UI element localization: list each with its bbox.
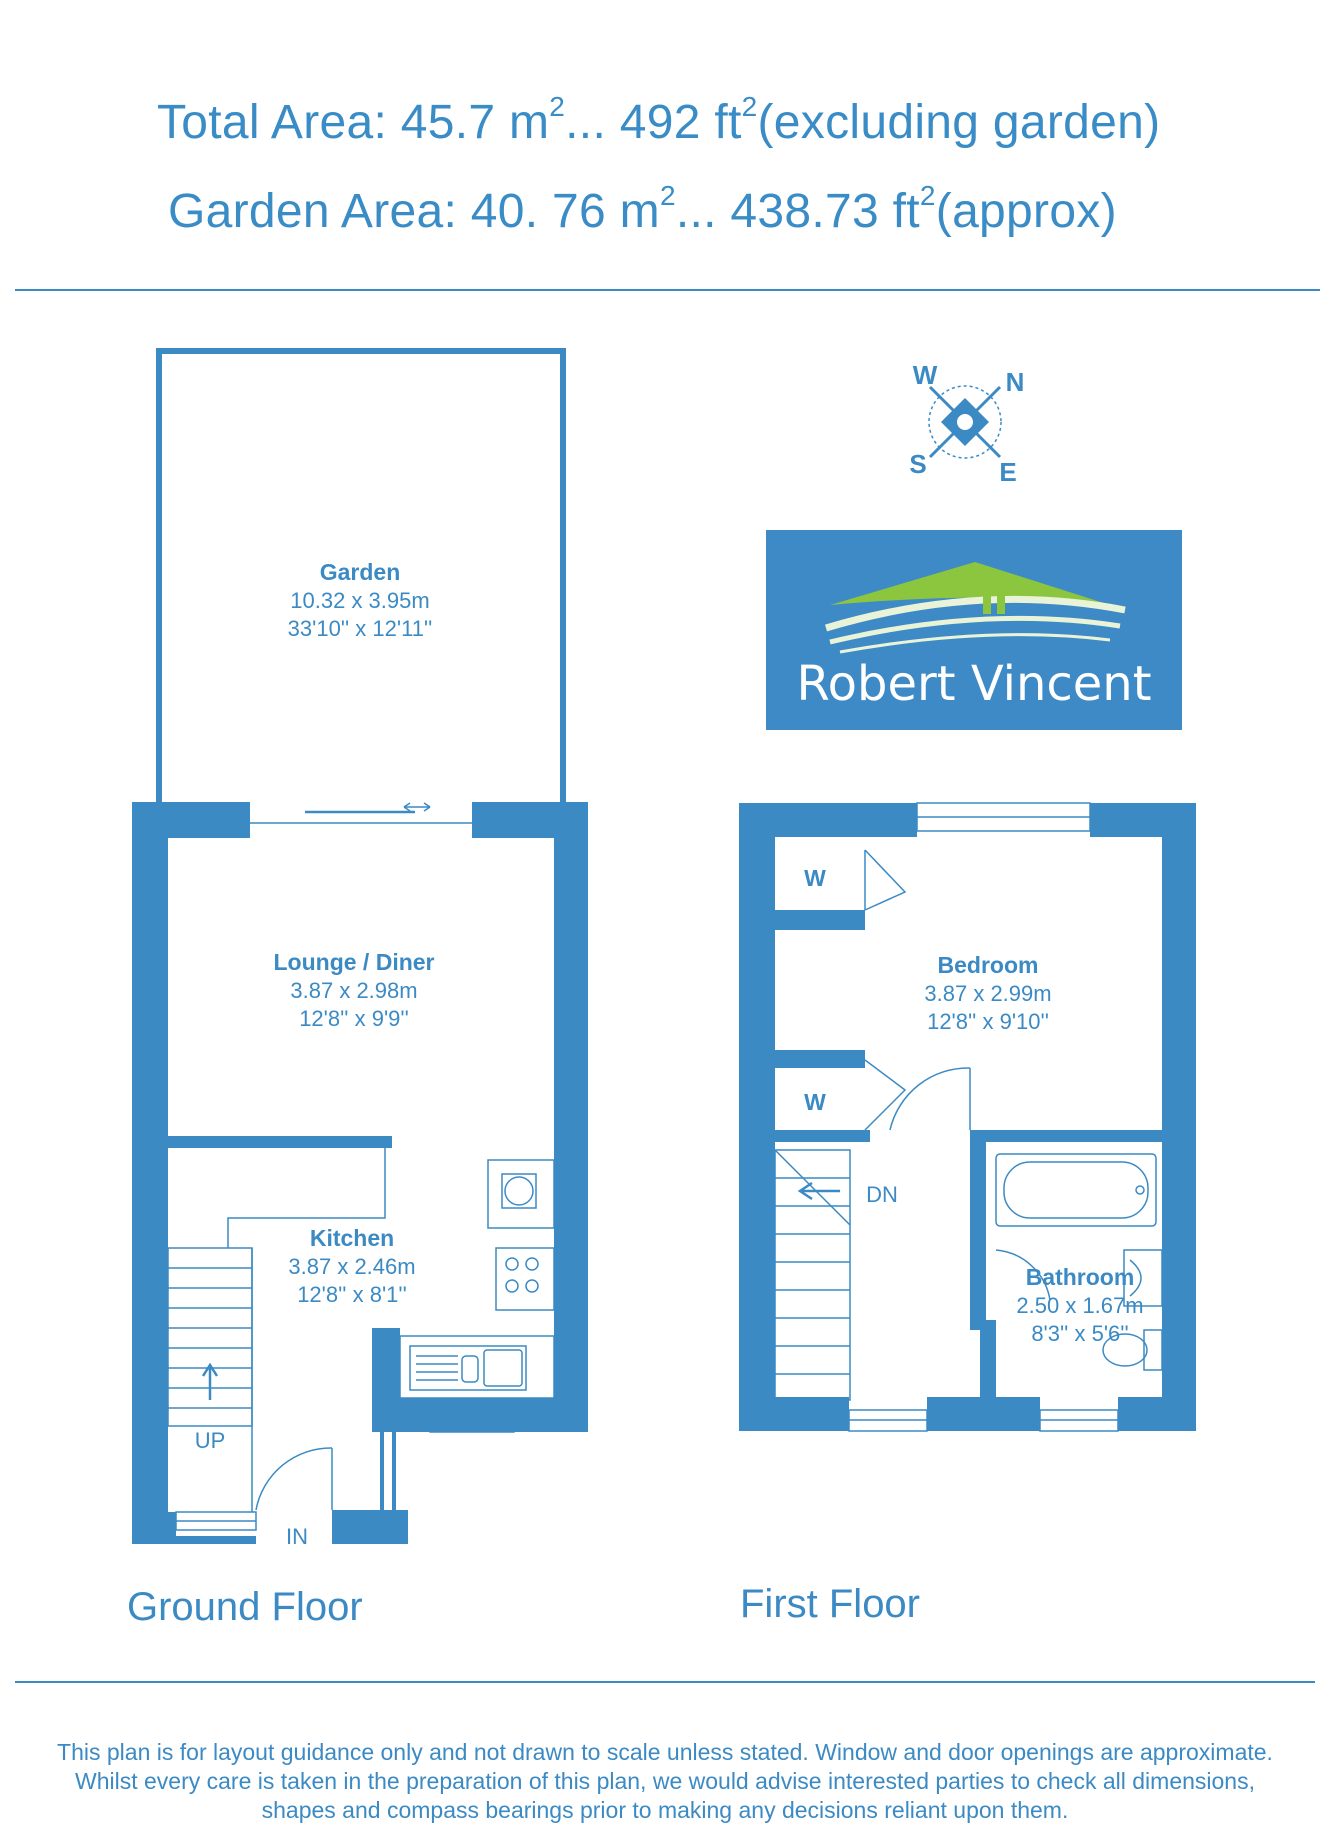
down-arrow-icon [797,1181,840,1201]
bathroom-wall-left [970,1130,986,1330]
ground-wall-bottom-right [372,1398,588,1432]
hob [495,1247,555,1311]
first-wall-bottom-left [739,1397,849,1431]
sink-unit [399,1335,555,1399]
porch-wall [380,1432,384,1510]
total-area-note: (excluding garden) [757,96,1161,149]
ground-wall-recess [372,1328,400,1398]
bath [995,1153,1157,1227]
first-staircase [774,1149,851,1401]
kitchen-imperial: 12'8'' x 8'1'' [297,1282,407,1307]
bathroom-door-swing [995,1249,1051,1301]
bedroom-imperial: 12'8'' x 9'10'' [927,1009,1049,1034]
company-logo: Robert Vincent [766,530,1182,730]
entrance-door-swing [255,1447,333,1511]
garden-wall-left [156,348,162,804]
garden-metric: 10.32 x 3.95m [290,588,429,613]
disclaimer-line-2: Whilst every care is taken in the prepar… [75,1768,1255,1794]
logo-text: Robert Vincent [796,656,1151,712]
fixtures [167,802,1163,1531]
garden-imperial: 33'10'' x 12'11'' [288,616,433,641]
sliding-arrow-icon [403,802,431,812]
lounge-metric: 3.87 x 2.98m [290,978,417,1003]
bedroom-metric: 3.87 x 2.99m [924,981,1051,1006]
compass: W N S E [909,360,1024,487]
wardrobe-bottom-door [864,1059,907,1131]
stairs-up-label: UP [195,1428,226,1453]
disclaimer-line-3: shapes and compass bearings prior to mak… [261,1797,1069,1823]
garden-wall-top [156,348,566,354]
compass-n: N [1006,367,1025,397]
total-area-m2: 45.7 m [400,96,550,149]
washing-machine-drum [504,1176,534,1206]
first-wall-bottom-mid [927,1397,1040,1431]
washing-machine [487,1159,555,1229]
sink-bowl [483,1349,523,1387]
disclaimer-line-1: This plan is for layout guidance only an… [57,1739,1273,1765]
bathroom-wall-left-lower [980,1320,996,1397]
bathroom-imperial: 8'3'' x 5'6'' [1031,1321,1128,1346]
garden-area-m2: 40. 76 m [470,185,660,238]
garden-area-ft: ... 438.73 ft [675,185,920,238]
kitchen-metric: 3.87 x 2.46m [288,1254,415,1279]
first-wall-bottom-right [1118,1397,1196,1431]
compass-e: E [999,457,1016,487]
garden-area-label: Garden Area: [168,185,458,238]
entrance-window-sill [176,1536,256,1544]
stairs-down-label: DN [866,1182,898,1207]
compass-ring [928,385,1002,459]
wardrobe-top-wall [775,910,865,930]
porch-wall-inner [392,1432,396,1510]
garden-area: Garden Area: 40. 76 m2... 438.73 ft2(app… [168,180,1117,238]
garden-name: Garden [320,559,401,585]
ground-wall-right [554,802,588,1432]
bedroom-door-swing [889,1067,971,1131]
garden-wall-right [560,348,566,804]
garden-area-note: (approx) [935,185,1117,238]
wardrobe-bottom-wall-top [775,1050,865,1068]
compass-w: W [913,360,938,390]
bathroom-name: Bathroom [1026,1264,1135,1290]
entrance-label: IN [286,1524,308,1549]
toilet-bowl [1102,1333,1148,1367]
ground-floor-title: Ground Floor [127,1585,363,1629]
bathroom-metric: 2.50 x 1.67m [1016,1293,1143,1318]
bathroom-wall-top [970,1130,1162,1142]
ground-wall-bottom-left [132,1512,176,1544]
lounge-imperial: 12'8'' x 9'9'' [299,1006,409,1031]
kitchen-outline [227,1148,386,1248]
lounge-name: Lounge / Diner [274,949,435,975]
total-area-ft: ... 492 ft [565,96,742,149]
first-wall-left [739,803,775,1431]
ground-wall-left [132,802,168,1544]
toilet-cistern [1143,1329,1163,1371]
kitchen-name: Kitchen [310,1225,394,1251]
walls [132,348,1196,1544]
up-arrow-icon [201,1362,219,1400]
top-divider [15,289,1320,291]
logo-chimney-icon [983,592,991,614]
wardrobe-bottom-label: W [804,1089,826,1115]
logo-roof-icon [830,562,1110,605]
disclaimer: This plan is for layout guidance only an… [10,1738,1320,1825]
total-area-label: Total Area: [157,96,388,149]
wardrobe-top-label: W [804,865,826,891]
entrance-wall [332,1510,408,1544]
compass-s: S [909,449,926,479]
bedroom-name: Bedroom [938,952,1039,978]
landing-wall [775,1130,870,1142]
bottom-divider [15,1681,1315,1683]
total-area: Total Area: 45.7 m2... 492 ft2(excluding… [157,91,1161,149]
basin [1123,1249,1163,1307]
first-floor-title: First Floor [740,1582,920,1626]
wardrobe-top-door [864,849,907,911]
lounge-kitchen-partition [168,1136,392,1148]
room-labels: Garden 10.32 x 3.95m 33'10'' x 12'11'' L… [195,559,1144,1549]
first-wall-right [1162,803,1196,1431]
